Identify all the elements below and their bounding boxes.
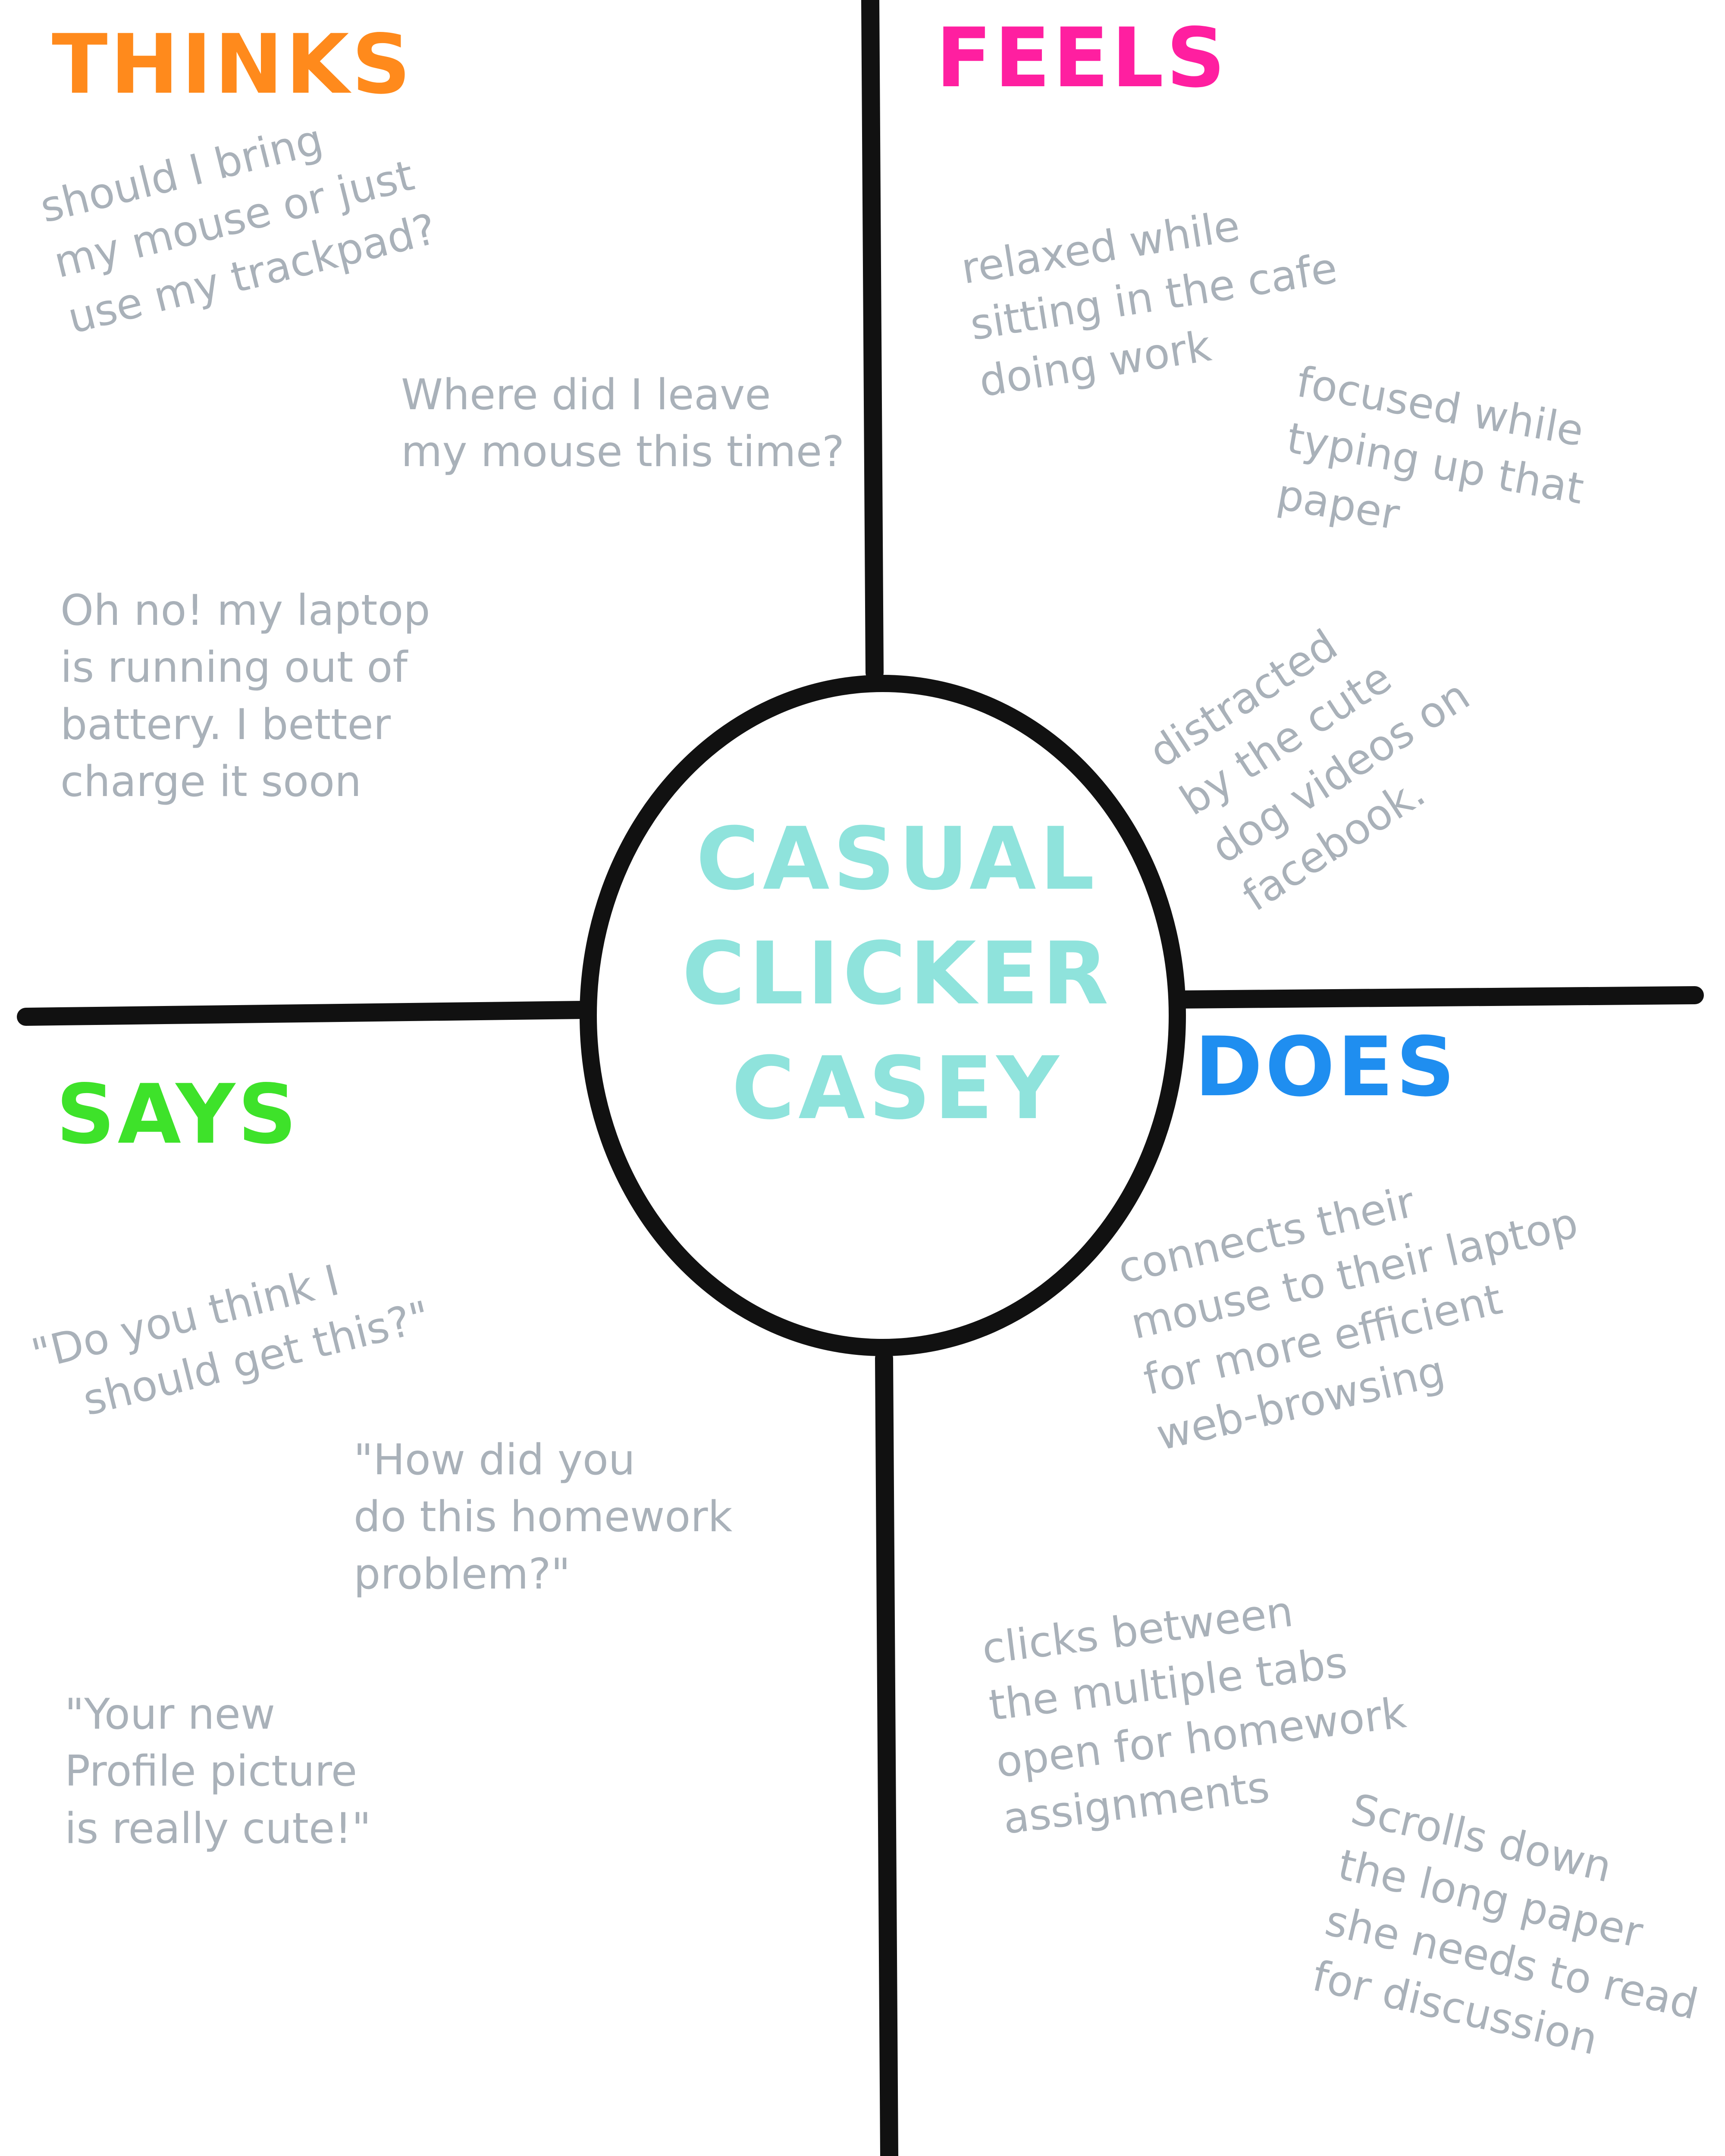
says-heading: SAYS <box>56 1067 300 1162</box>
vertical-divider-bottom <box>875 1349 898 2156</box>
vertical-divider-top <box>861 0 884 682</box>
persona-line: CASEY <box>731 1038 1063 1139</box>
persona-circle <box>580 675 1186 1356</box>
thinks-note: Where did I leave my mouse this time? <box>401 370 845 477</box>
does-heading: DOES <box>1195 1019 1458 1115</box>
persona-name: CASUAL CLICKER CASEY <box>612 802 1182 1146</box>
says-note: "Your new Profile picture is really cute… <box>65 1690 371 1853</box>
persona-line: CLICKER <box>682 924 1112 1024</box>
says-note: "How did you do this homework problem?" <box>354 1435 733 1599</box>
feels-heading: FEELS <box>936 10 1228 106</box>
persona-line: CASUAL <box>696 809 1098 909</box>
thinks-note: Oh no! my laptop is running out of batte… <box>60 586 430 806</box>
horizontal-divider-left <box>17 1001 593 1026</box>
horizontal-divider-right <box>1170 986 1704 1009</box>
thinks-heading: THINKS <box>52 17 414 112</box>
